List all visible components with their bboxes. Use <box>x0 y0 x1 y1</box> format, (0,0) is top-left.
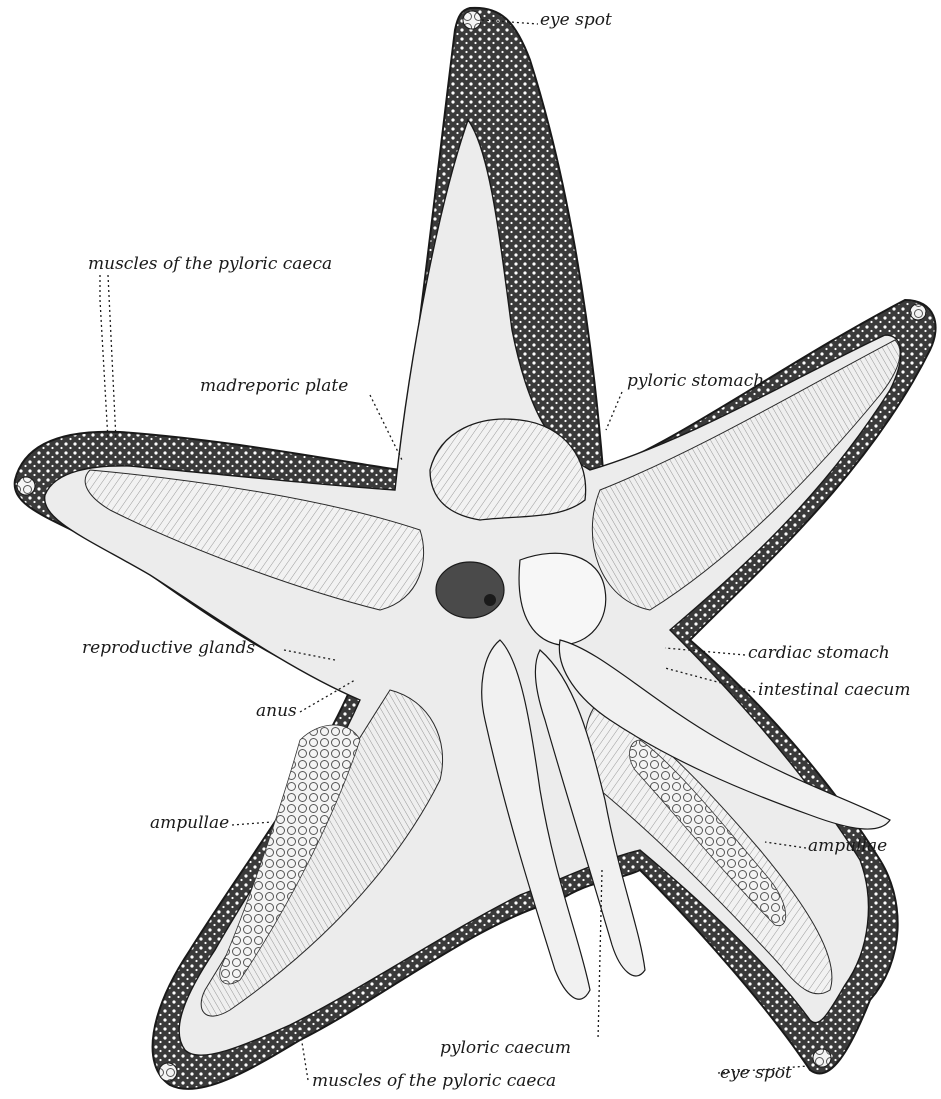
label-madreporic-plate: madreporic plate <box>200 378 348 395</box>
label-anus: anus <box>256 703 297 720</box>
eye-spot-top-shape <box>463 11 481 29</box>
label-reproductive-glands: reproductive glands <box>82 640 255 657</box>
label-eye-spot-bottom: eye spot <box>720 1065 792 1082</box>
label-pyloric-caecum: pyloric caecum <box>440 1040 571 1057</box>
label-intestinal-caecum: intestinal caecum <box>758 682 911 699</box>
label-pyloric-stomach: pyloric stomach <box>627 373 764 390</box>
label-ampullae-right: ampullae <box>808 838 887 855</box>
eye-spot-bottom-right-shape <box>813 1049 831 1067</box>
label-muscles-top: muscles of the pyloric caeca <box>88 256 332 273</box>
madreporic-plate-shape <box>436 562 504 618</box>
eye-spot-bottom-left-shape <box>159 1063 177 1081</box>
label-cardiac-stomach: cardiac stomach <box>748 645 890 662</box>
label-eye-spot-top: eye spot <box>540 12 612 29</box>
eye-spot-right-shape <box>910 304 926 320</box>
anus-shape <box>484 594 496 606</box>
label-ampullae-left: ampullae <box>150 815 229 832</box>
eye-spot-left-shape <box>17 477 35 495</box>
label-muscles-bottom: muscles of the pyloric caeca <box>312 1073 556 1090</box>
